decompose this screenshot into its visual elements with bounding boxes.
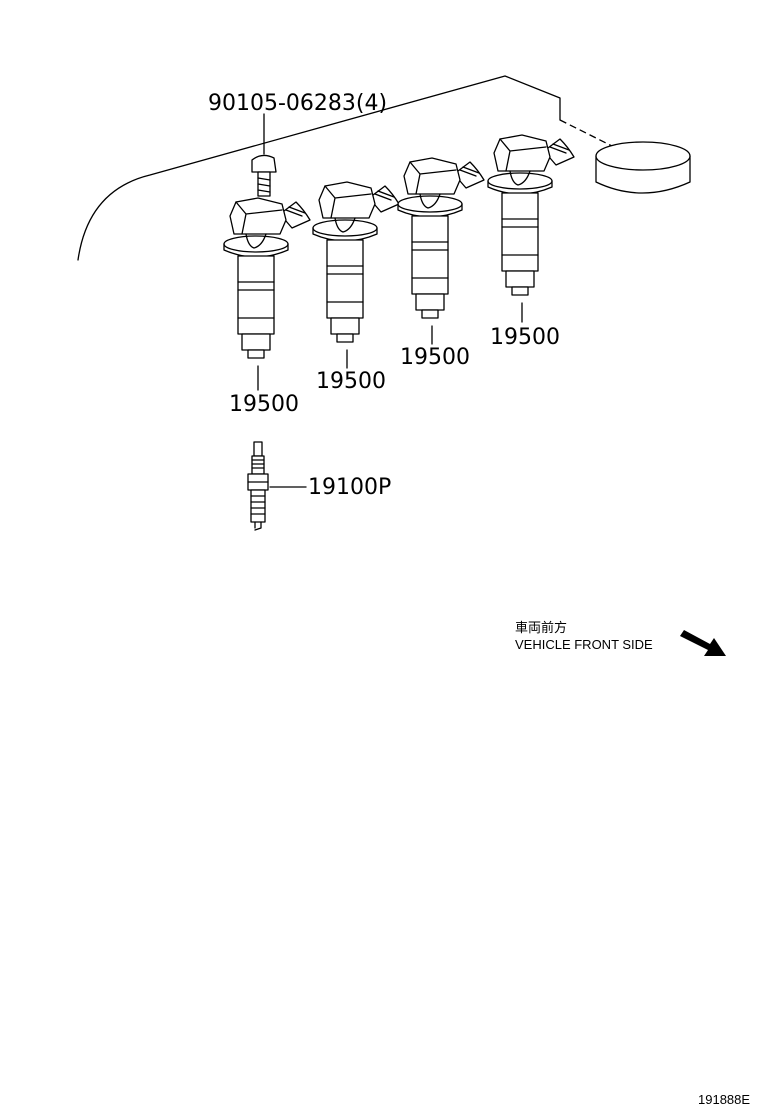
- bolt-part-number: 90105-06283(4): [208, 91, 387, 116]
- cover-hidden-line: [559, 119, 621, 151]
- ignition-coil-3: [397, 157, 485, 319]
- vehicle-front-label-jp: 車両前方: [515, 620, 567, 635]
- figure-code: 191888E: [698, 1092, 750, 1107]
- ignition-coil-2: [312, 181, 400, 343]
- coil-4-part-number: 19500: [490, 325, 560, 350]
- vehicle-front-label-en: VEHICLE FRONT SIDE: [515, 637, 653, 652]
- coil-3-part-number: 19500: [400, 345, 470, 370]
- oil-filler-cap: [595, 141, 691, 194]
- vehicle-front-arrow-icon: [680, 630, 726, 656]
- bolt: [251, 154, 277, 197]
- spark-plug-part-number: 19100P: [308, 475, 391, 500]
- ignition-coil-4: [487, 134, 575, 296]
- spark-plug: [247, 441, 269, 531]
- coil-2-part-number: 19500: [316, 369, 386, 394]
- ignition-coil-1: [223, 197, 311, 359]
- cover-outline: [77, 75, 561, 261]
- coil-1-part-number: 19500: [229, 392, 299, 417]
